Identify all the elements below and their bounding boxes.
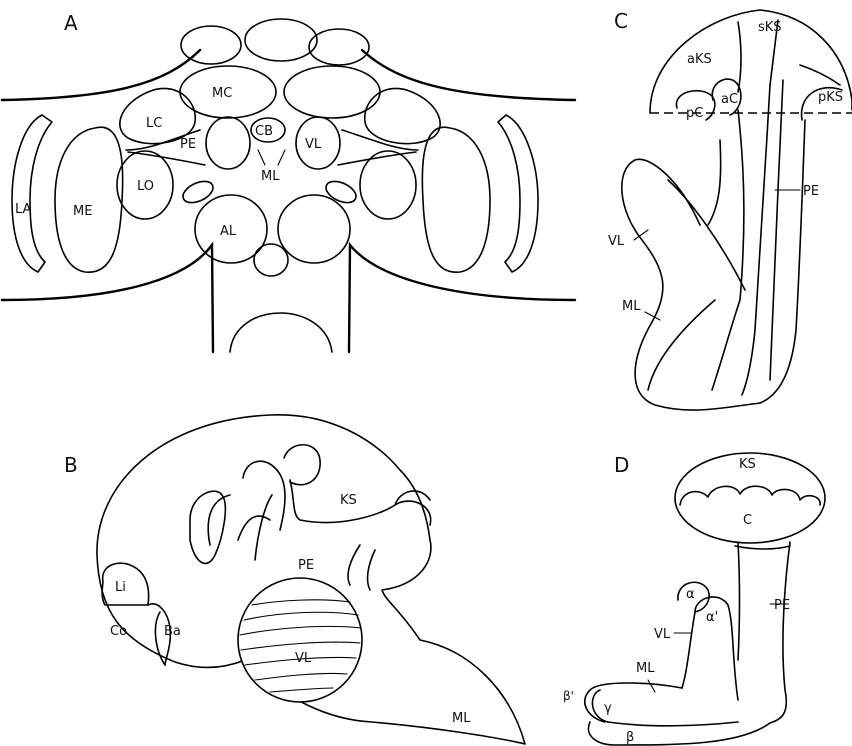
cup-base [735, 546, 790, 549]
esophageal-foramen [230, 313, 332, 352]
label-d-alpha: α [686, 587, 695, 602]
ml-fiber [648, 300, 715, 390]
label-c-ac: aC [721, 92, 738, 107]
stalk-fiber-1 [712, 110, 744, 390]
stalk-fiber-3 [770, 80, 783, 380]
calyx-scalloped-rim [680, 486, 820, 505]
cap-divider-pks [800, 65, 840, 85]
calyx-fold-4 [284, 445, 320, 485]
cap-divider-left [738, 22, 741, 92]
brain-outline-bottom-left [2, 245, 213, 352]
stalk-right-edge [760, 120, 805, 403]
calyx-fold-3 [243, 461, 285, 560]
lobula-right [360, 151, 416, 219]
label-a-cb: CB [255, 124, 273, 139]
calyx-ks-ridge [290, 480, 431, 525]
lateral-calyx-right [365, 88, 440, 143]
label-c-vl: VL [608, 234, 625, 249]
panel-c: C sKS aKS aC pC pKS PE VL ML [608, 9, 852, 410]
vl-fiber [668, 180, 745, 290]
label-a-me: ME [73, 204, 92, 219]
ml-leader-left [258, 150, 265, 165]
vertical-lobe-left [206, 117, 250, 169]
gamma-lobe [592, 690, 738, 726]
lobe-outline [622, 159, 760, 410]
label-b-co: Co [110, 624, 127, 639]
label-d-vl: VL [654, 627, 671, 642]
label-a-la: LA [15, 202, 32, 217]
label-a-lo: LO [137, 179, 154, 194]
label-b-pe: PE [298, 558, 314, 573]
label-a-pe: PE [180, 137, 196, 152]
vertical-lobe-cross-section [238, 578, 362, 702]
label-c-ml: ML [622, 299, 641, 314]
ml-leader-right [278, 150, 285, 165]
stalk-fiber-2 [742, 85, 770, 395]
label-b-vl: VL [295, 651, 312, 666]
label-b-ml: ML [452, 711, 471, 726]
label-a-mc: MC [212, 86, 232, 101]
label-d-ks: KS [739, 457, 756, 472]
panel-b: B KS PE Li Co Ba VL ML [64, 415, 525, 744]
label-a-ml: ML [261, 169, 280, 184]
top-lobe-left [181, 26, 241, 64]
panel-b-letter: B [64, 453, 78, 477]
stem-left-edge [738, 542, 740, 660]
label-c-pks: pKS [818, 90, 843, 105]
calyx-fold-2 [208, 495, 270, 545]
panel-d-letter: D [614, 453, 629, 477]
small-oval-right [323, 177, 360, 207]
vertical-lobe-edge [682, 612, 695, 688]
medulla-left [55, 127, 123, 272]
brain-outline-top-right [362, 50, 575, 100]
label-c-aks: aKS [687, 52, 712, 67]
label-d-beta-prime: β' [563, 689, 574, 703]
label-d-beta: β [626, 730, 634, 745]
label-a-vl: VL [305, 137, 322, 152]
panel-c-letter: C [614, 9, 628, 33]
label-a-al: AL [220, 224, 237, 239]
label-d-pe: PE [774, 598, 790, 613]
panel-a: A MC LC CB VL PE ML LO [2, 11, 575, 352]
top-lobe-center [245, 19, 317, 61]
stalk-left-edge [708, 140, 721, 225]
label-a-lc: LC [146, 116, 162, 131]
label-d-alpha-prime: α' [706, 610, 718, 625]
label-d-gamma: γ [604, 701, 612, 716]
label-b-ks: KS [340, 493, 357, 508]
suboesophageal-ganglion [254, 244, 288, 276]
label-d-ml: ML [636, 661, 655, 676]
lamina-left [12, 115, 52, 272]
label-b-li: Li [115, 580, 126, 595]
beta-prime-lobe [585, 683, 682, 722]
small-oval-left [180, 177, 217, 207]
lamina-right [498, 115, 538, 272]
label-c-sks: sKS [758, 20, 782, 35]
label-c-pc: pC [686, 106, 703, 121]
brain-outline-bottom-right [349, 245, 575, 352]
panel-a-letter: A [64, 11, 78, 35]
pedunculus-right-curve [348, 545, 375, 590]
stem-right-edge [770, 542, 790, 723]
top-lobe-right [309, 29, 369, 65]
label-b-ba: Ba [164, 624, 181, 639]
medulla-right [422, 127, 490, 272]
leader-c-ml [645, 312, 660, 320]
panel-d: D KS C PE α α' VL ML β' γ β [563, 453, 825, 745]
leader-d-ml [648, 680, 655, 692]
label-c-pe: PE [803, 184, 819, 199]
brain-outline-top-left [2, 50, 200, 100]
label-d-c: C [743, 513, 752, 528]
antennal-lobe-right [278, 195, 350, 263]
